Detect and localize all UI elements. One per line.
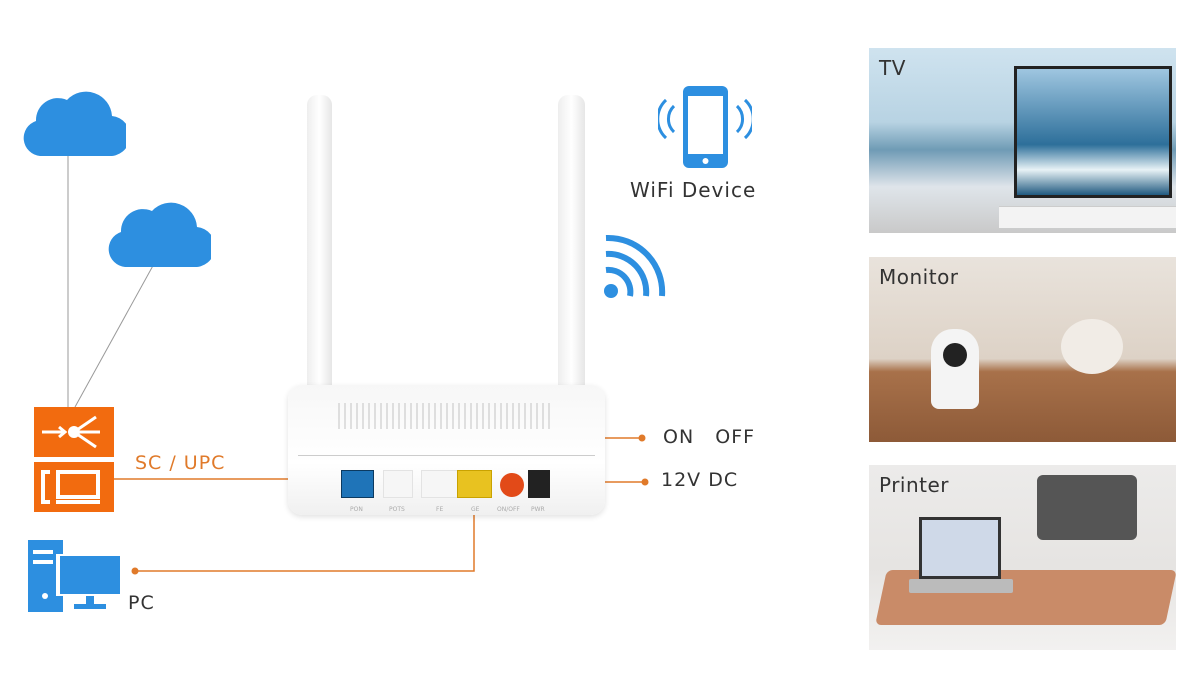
tv-screen <box>1014 66 1172 198</box>
pon-port <box>341 470 374 498</box>
port-label: POTS <box>389 506 405 513</box>
wifi-phone-icon <box>658 86 752 168</box>
wifi-device-label: WiFi Device <box>630 178 757 202</box>
tv-label: TV <box>879 56 906 80</box>
pc-icon <box>28 540 120 612</box>
port-label: PON <box>350 506 363 513</box>
printer <box>1037 475 1137 540</box>
power-button[interactable] <box>500 473 524 497</box>
internet-label: Internet <box>138 118 218 138</box>
vent-grill <box>338 403 553 429</box>
pc-label: PC <box>128 592 155 614</box>
power-label: 12V DC <box>661 469 739 491</box>
cloud-icon <box>23 91 131 157</box>
monitor-photo: Monitor <box>869 257 1176 442</box>
sc-upc-label: SC / UPC <box>135 452 226 474</box>
printer-label: Printer <box>879 473 950 497</box>
monitor-label: Monitor <box>879 265 959 289</box>
printer-photo: Printer <box>869 465 1176 650</box>
port-label: FE <box>436 506 444 513</box>
laptop <box>919 517 1001 579</box>
pwr-port <box>528 470 550 498</box>
port-label: ON/OFF <box>497 506 520 513</box>
pots-port <box>383 470 413 498</box>
port-label: GE <box>471 506 480 513</box>
voip-label: VoIP <box>241 231 285 251</box>
ge-port <box>457 470 492 498</box>
cloud-icon <box>108 202 216 268</box>
voip-cloud: VoIP <box>107 197 284 268</box>
tv-photo: TV <box>869 48 1176 233</box>
terminal-icon <box>34 462 114 512</box>
on-off-label: ON OFF <box>663 426 756 448</box>
splitter-icon <box>34 407 114 457</box>
fe-port <box>421 470 459 498</box>
camera <box>931 329 979 409</box>
port-label: PWR <box>531 506 545 513</box>
wifi-signal-icon <box>604 234 666 298</box>
internet-cloud: Internet <box>22 86 217 157</box>
